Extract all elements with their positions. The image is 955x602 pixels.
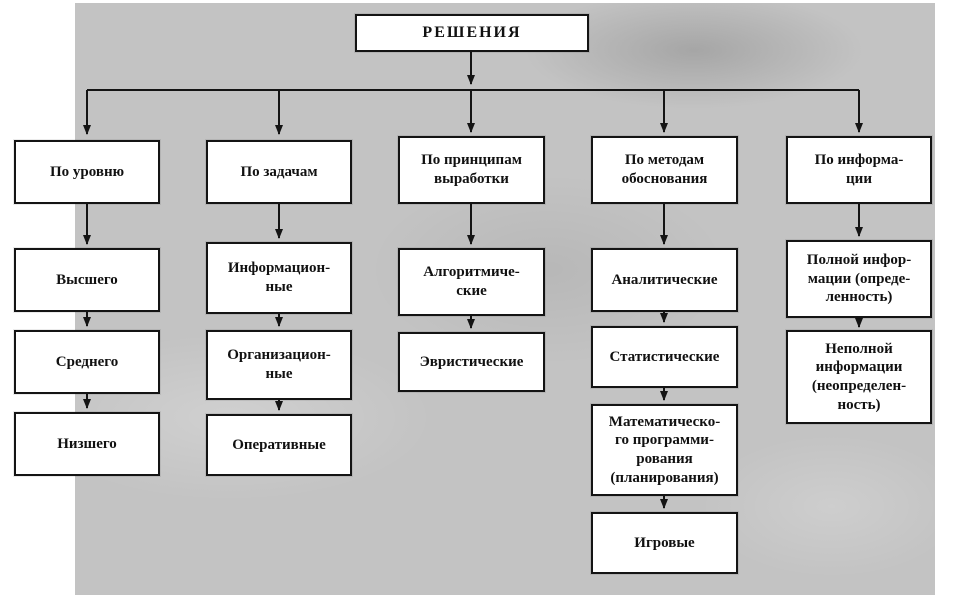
node-analiticheskie: Аналитические xyxy=(591,248,738,312)
node-nepolnoj-informacii: Неполной информации (неопределен- ность) xyxy=(786,330,932,424)
node-header-po-metodam-obosnovaniya: По методам обоснования xyxy=(591,136,738,204)
node-statisticheskie: Статистические xyxy=(591,326,738,388)
node-igrovye: Игровые xyxy=(591,512,738,574)
node-matematicheskogo-programmirovaniya: Математическо- го программи- рования (пл… xyxy=(591,404,738,496)
node-srednego: Среднего xyxy=(14,330,160,394)
node-header-po-urovnyu: По уровню xyxy=(14,140,160,204)
node-algoritmicheskie: Алгоритмиче- ские xyxy=(398,248,545,316)
node-resheniya: РЕШЕНИЯ xyxy=(355,14,589,52)
node-organizacionnye: Организацион- ные xyxy=(206,330,352,400)
node-polnoj-informacii: Полной инфор- мации (опреде- ленность) xyxy=(786,240,932,318)
node-operativnye: Оперативные xyxy=(206,414,352,476)
node-header-po-informacii: По информа- ции xyxy=(786,136,932,204)
node-informacionnye: Информацион- ные xyxy=(206,242,352,314)
node-nizshego: Низшего xyxy=(14,412,160,476)
node-header-po-zadacham: По задачам xyxy=(206,140,352,204)
node-evristicheskie: Эвристические xyxy=(398,332,545,392)
node-header-po-principam-vyrabotki: По принципам выработки xyxy=(398,136,545,204)
node-vysshego: Высшего xyxy=(14,248,160,312)
